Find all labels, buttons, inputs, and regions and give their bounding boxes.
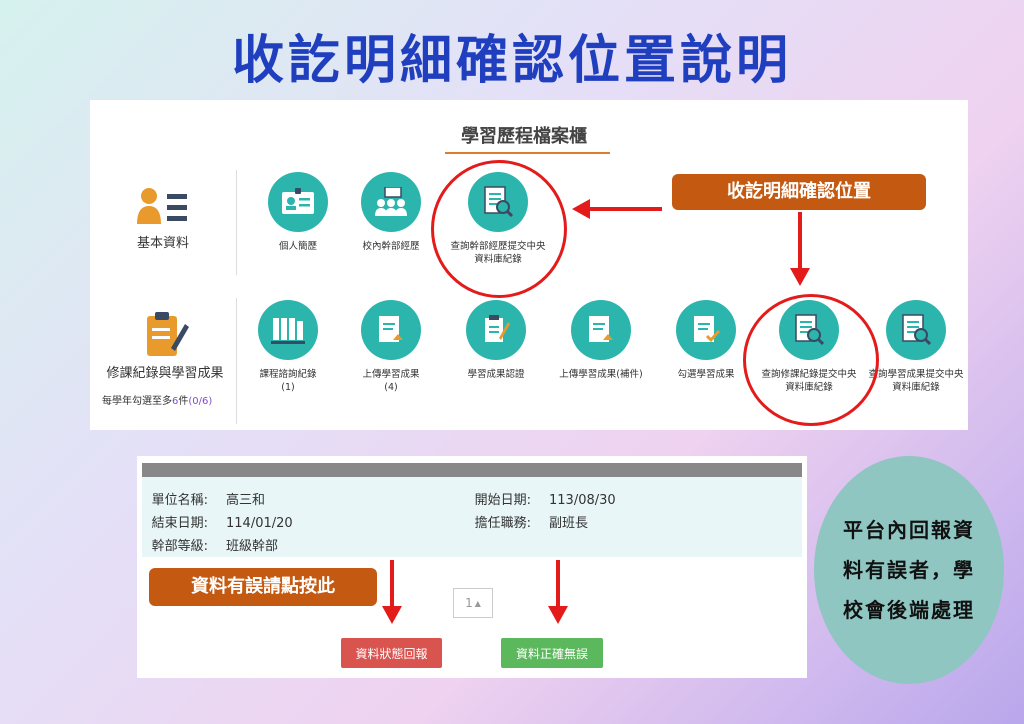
arrow-head-left	[572, 199, 590, 219]
item-cadre-experience[interactable]: 校內幹部經歷	[345, 172, 437, 253]
item-resume[interactable]: 個人簡歷	[252, 172, 344, 253]
report-status-button[interactable]: 資料狀態回報	[341, 638, 442, 668]
id-card-icon	[268, 172, 328, 232]
callout-confirm-location: 收訖明細確認位置	[672, 174, 926, 210]
books-icon	[258, 300, 318, 360]
detail-panel: 單位名稱:高三和 開始日期:113/08/30 結束日期:114/01/20 擔…	[137, 456, 807, 678]
arrow-left	[586, 207, 662, 211]
group-icon	[361, 172, 421, 232]
divider	[236, 170, 237, 275]
item-upload-supplement[interactable]: 上傳學習成果(補件)	[555, 300, 647, 381]
item-query-results-record[interactable]: 查詢學習成果提交中央資料庫紀錄	[868, 300, 964, 394]
portfolio-heading: 學習歷程檔案櫃	[461, 126, 587, 147]
field-unit: 單位名稱:高三和	[151, 493, 266, 508]
category-basic: 基本資料	[108, 186, 218, 254]
field-position: 擔任職務:副班長	[474, 516, 589, 531]
confirm-correct-button[interactable]: 資料正確無誤	[501, 638, 603, 668]
table-header-bar	[142, 463, 802, 477]
category-label: 修課紀錄與學習成果	[106, 366, 224, 381]
page-title: 收訖明細確認位置說明	[231, 31, 792, 91]
clipboard-icon	[147, 312, 189, 356]
heading-underline	[445, 152, 610, 154]
arrow-head-down	[548, 606, 568, 624]
check-doc-icon	[676, 300, 736, 360]
arrow-head-down	[790, 268, 810, 286]
divider	[236, 298, 237, 424]
upload-doc-icon	[361, 300, 421, 360]
arrow-down	[798, 212, 802, 272]
callout-click-if-wrong: 資料有誤請點按此	[149, 568, 377, 606]
person-list-icon	[137, 188, 187, 224]
category-label: 基本資料	[136, 236, 189, 251]
upload-doc-icon	[571, 300, 631, 360]
detail-card: 單位名稱:高三和 開始日期:113/08/30 結束日期:114/01/20 擔…	[142, 477, 802, 557]
item-upload-results[interactable]: 上傳學習成果 (4)	[345, 300, 437, 394]
field-end-date: 結束日期:114/01/20	[151, 516, 293, 531]
highlight-ring	[743, 294, 879, 426]
arrow-down	[390, 560, 394, 610]
platform-note-bubble: 平台內回報資料有誤者，學校會後端處理	[814, 456, 1004, 684]
certify-icon	[466, 300, 526, 360]
caret-up-icon: ▲	[474, 598, 481, 608]
item-certify-results[interactable]: 學習成果認證	[450, 300, 542, 381]
field-start-date: 開始日期:113/08/30	[474, 493, 616, 508]
arrow-down	[556, 560, 560, 610]
page-selector[interactable]: 1▲	[453, 588, 493, 618]
document-search-icon	[886, 300, 946, 360]
field-cadre-level: 幹部等級:班級幹部	[151, 539, 279, 554]
arrow-head-down	[382, 606, 402, 624]
highlight-ring	[431, 160, 567, 298]
portfolio-panel: 學習歷程檔案櫃 基本資料 修課紀錄與學習成果 每學年勾選至多6件(0/6) 個人	[90, 100, 968, 430]
item-course-consult[interactable]: 課程諮詢紀錄 (1)	[242, 300, 334, 394]
category-course: 修課紀錄與學習成果 每學年勾選至多6件(0/6)	[102, 310, 228, 407]
selection-limit-note: 每學年勾選至多6件(0/6)	[102, 396, 213, 407]
platform-note-text: 平台內回報資料有誤者，學校會後端處理	[843, 518, 975, 622]
item-select-results[interactable]: 勾選學習成果	[660, 300, 752, 381]
